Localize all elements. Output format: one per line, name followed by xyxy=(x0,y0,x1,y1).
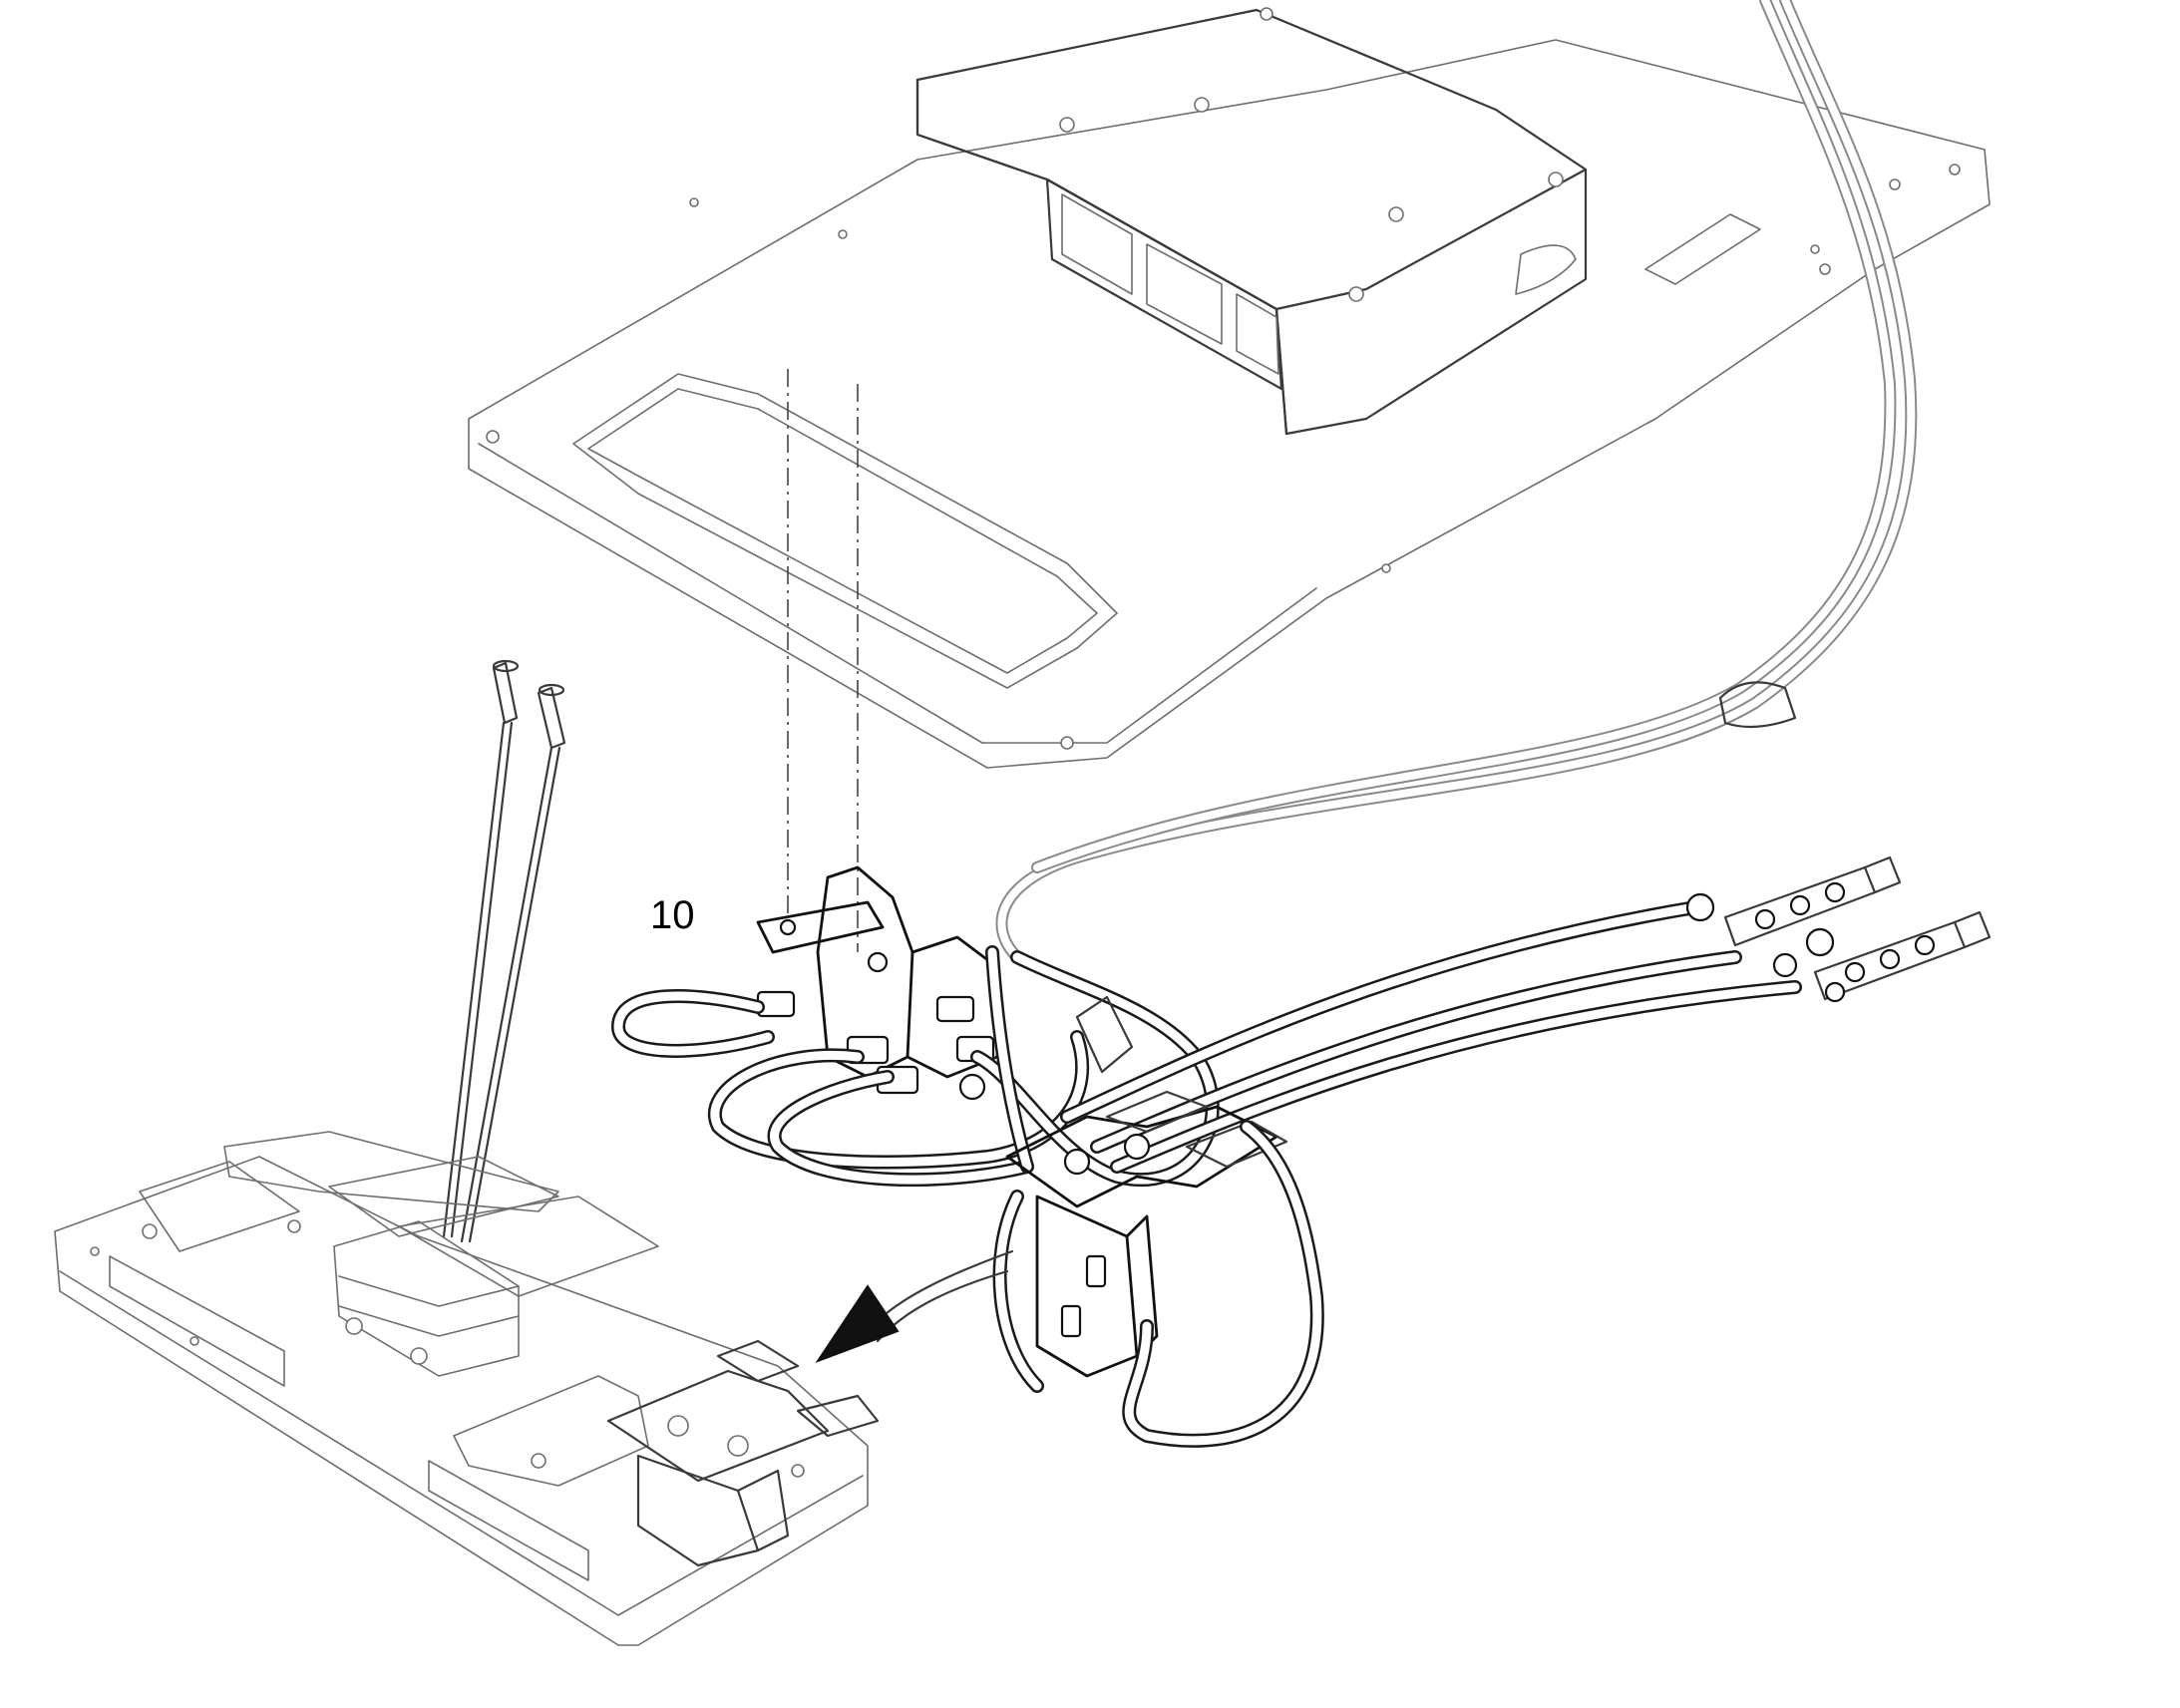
callout-label-item-10: 10 xyxy=(650,893,695,937)
valve-bracket xyxy=(756,900,885,954)
control-unit-box xyxy=(915,7,1588,436)
alignment-lines xyxy=(787,369,859,952)
pilot-valve-assembly xyxy=(610,865,1220,1188)
operator-base-frame xyxy=(54,1156,869,1646)
travel-levers xyxy=(442,659,566,1243)
direction-arrow xyxy=(815,1249,1014,1364)
connector-block xyxy=(1045,177,1283,391)
pedal-valve-center xyxy=(992,1090,1324,1448)
cable-clamp xyxy=(1718,681,1797,729)
hoses-to-manifold xyxy=(1060,892,1835,1174)
travel-pedals-left xyxy=(223,1131,659,1377)
pedal-valve-left xyxy=(606,1339,880,1567)
plate-cutout xyxy=(572,373,1118,689)
frame-slot-left xyxy=(109,1255,285,1387)
frame-slot-right xyxy=(428,1460,589,1581)
floor-plate xyxy=(468,39,1991,769)
manifold-blocks xyxy=(1723,855,1992,1003)
plate-slot xyxy=(1644,213,1761,285)
cable-harness-upper xyxy=(995,0,1918,963)
